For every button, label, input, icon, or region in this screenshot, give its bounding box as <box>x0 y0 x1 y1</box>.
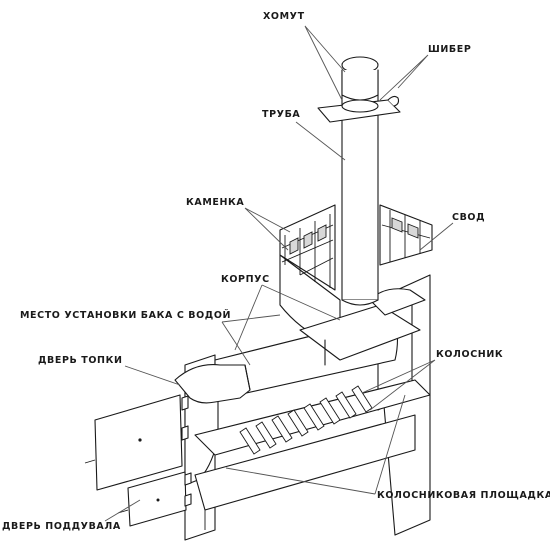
label-khomut: ХОМУТ <box>263 11 305 22</box>
shiber-plate <box>317 95 401 123</box>
label-dver-podduvala: ДВЕРЬ ПОДДУВАЛА <box>2 521 121 532</box>
label-kolosnik: КОЛОСНИК <box>436 349 503 360</box>
ash-door <box>117 471 192 527</box>
label-shiber: ШИБЕР <box>428 44 471 55</box>
grate-bars <box>239 385 373 455</box>
label-mesto-baka: МЕСТО УСТАНОВКИ БАКА С ВОДОЙ <box>20 309 231 321</box>
label-kamenka: КАМЕНКА <box>186 197 244 208</box>
label-korpus: КОРПУС <box>221 274 270 285</box>
firebox-door <box>84 394 189 491</box>
labels: ХОМУТ ШИБЕР ТРУБА КАМЕНКА СВОД КОРПУС МЕ… <box>2 11 550 532</box>
chimney-pipe <box>341 56 379 306</box>
label-truba: ТРУБА <box>262 109 300 120</box>
label-kolosnikovaya-ploshchadka: КОЛОСНИКОВАЯ ПЛОЩАДКА <box>377 490 550 501</box>
label-svod: СВОД <box>452 212 485 223</box>
stove-drawing <box>84 56 433 541</box>
kamenka <box>279 204 433 291</box>
leader-lines <box>104 25 454 522</box>
korpus <box>279 254 426 366</box>
label-dver-topki: ДВЕРЬ ТОПКИ <box>38 355 123 366</box>
